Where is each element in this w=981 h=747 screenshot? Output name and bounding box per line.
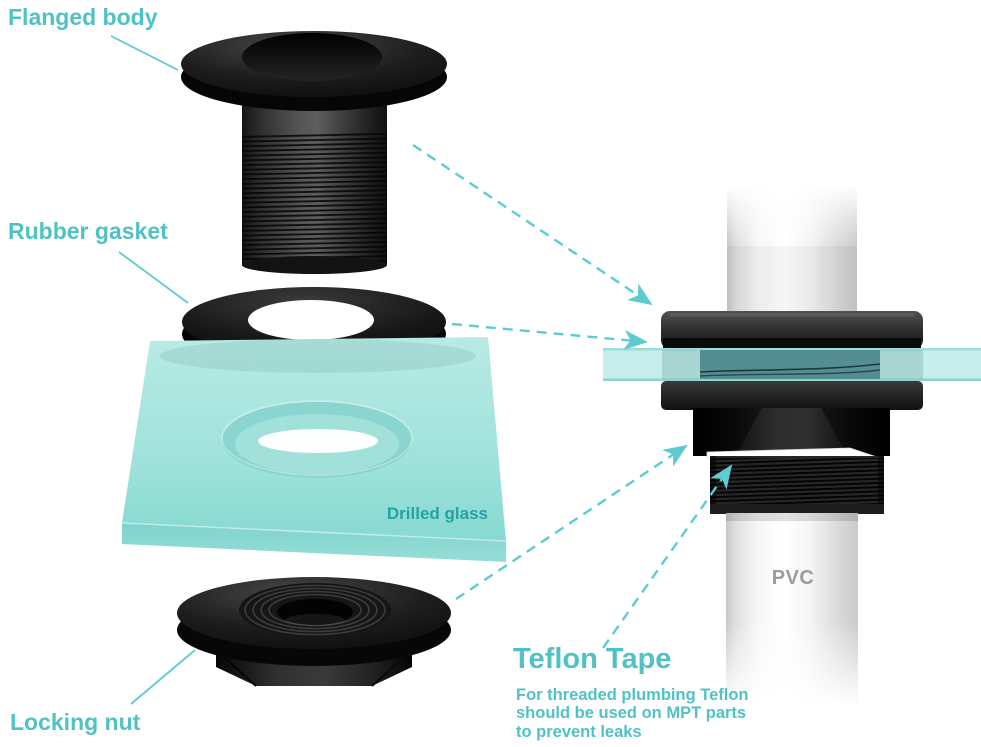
flanged-body-threads	[242, 133, 387, 265]
gasket-hole	[248, 300, 374, 340]
thread-seen-through-glass	[699, 363, 881, 373]
pipe-top-fade	[720, 184, 864, 246]
gasket-shadow	[160, 339, 476, 373]
flange-bore-hole	[242, 33, 382, 81]
pipe-bottom-fade	[720, 620, 866, 720]
dashed-arrows	[412, 144, 733, 649]
arrow-flanged-body-to-assembly	[412, 144, 653, 306]
flanged-body-bottom-cap	[242, 256, 387, 274]
nut-center-hole	[277, 599, 353, 625]
assembled-threads	[710, 458, 884, 508]
nut-thread-ring	[244, 584, 386, 636]
threads-bottom-band	[710, 504, 884, 514]
leader-rubber-gasket	[118, 251, 189, 304]
glass-front-edge	[121, 522, 507, 542]
nut-thread-ring	[252, 587, 378, 633]
assembled-locking-nut	[693, 408, 890, 456]
assembled-view	[603, 184, 981, 720]
glass-side-face	[122, 523, 506, 562]
drilled-glass-label: Drilled glass	[386, 504, 488, 523]
nut-bevel-right	[821, 408, 890, 456]
pipe-shadow-under-threads	[726, 513, 858, 521]
assembled-gasket-band	[663, 338, 921, 349]
flanged-body-part	[181, 31, 447, 274]
glass-band-top-edge	[603, 348, 981, 351]
leader-lines	[110, 35, 196, 705]
rubber-gasket-label: Rubber gasket	[8, 218, 168, 244]
nut-thread-ring	[268, 593, 362, 627]
pipe-shading-band	[727, 246, 857, 313]
drilled-glass-part	[121, 337, 507, 562]
assembled-lower-flange	[661, 381, 923, 410]
locking-nut-label: Locking nut	[10, 709, 141, 735]
arrow-gasket-to-assembly	[451, 322, 648, 350]
locking-nut-part	[177, 577, 451, 687]
nut-thread-ring	[260, 590, 370, 630]
threads-edge-right	[878, 456, 884, 513]
flange-highlight	[670, 313, 914, 317]
teflon-tape-title: Teflon Tape	[513, 643, 672, 675]
arrow-teflon-tape-to-assembly	[602, 464, 733, 649]
glass-hole-rim	[221, 400, 413, 476]
arrow-locking-nut-to-assembly	[455, 444, 688, 600]
glass-hole-opening	[258, 429, 378, 453]
glass-band-bottom-edge	[603, 378, 981, 381]
nut-bevel-left	[693, 408, 762, 456]
flanged-body-label: Flanged body	[8, 4, 158, 30]
leader-locking-nut	[130, 649, 196, 705]
leader-flanged-body	[110, 35, 179, 71]
thread-seen-through-glass	[699, 369, 881, 377]
pvc-label: PVC	[771, 567, 815, 589]
nut-hole-glint	[285, 614, 345, 626]
teflon-tape-note: For threaded plumbing Teflon should be u…	[516, 686, 749, 741]
